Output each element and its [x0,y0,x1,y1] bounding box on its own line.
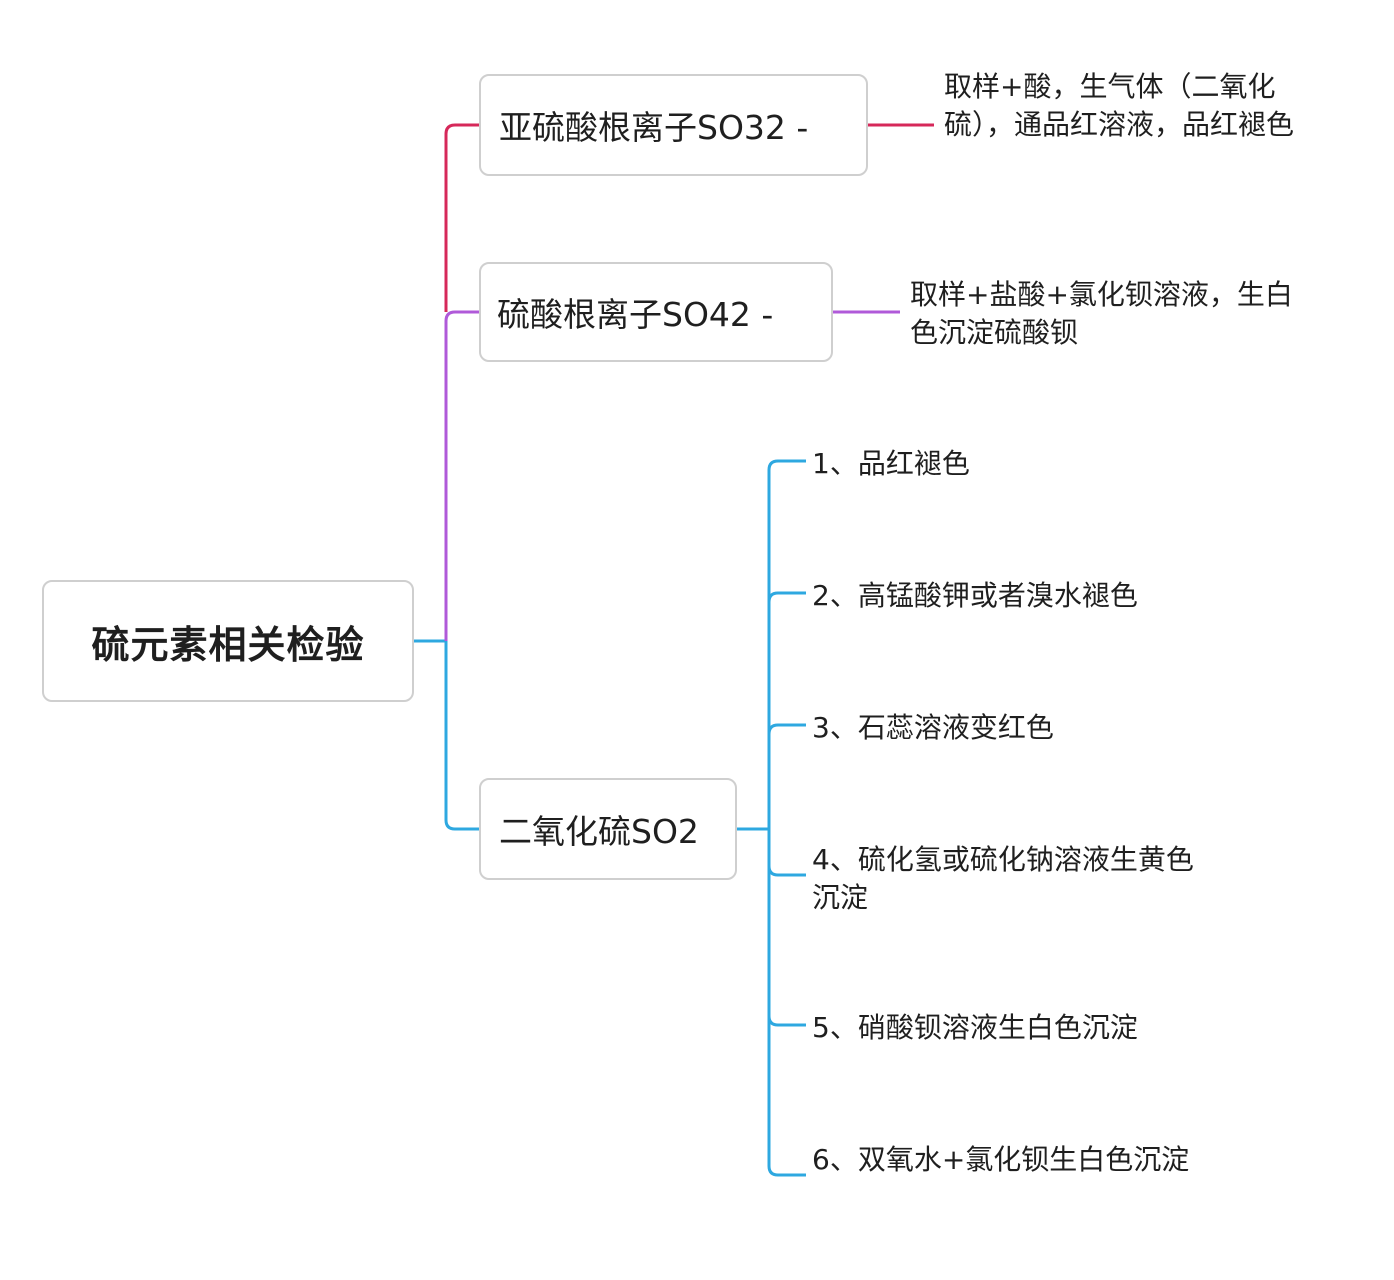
leaf-so2-test-4[interactable]: 4、硫化氢或硫化钠溶液生黄色沉淀 [812,843,1194,914]
leaf-so2-test-6[interactable]: 6、双氧水+氯化钡生白色沉淀 [812,1143,1190,1176]
leaf-sulfate-test[interactable]: 取样+盐酸+氯化钡溶液，生白色沉淀硫酸钡 [910,278,1293,349]
branch-node-sulfate[interactable]: 硫酸根离子SO42 - [479,262,833,362]
branch-label-sulfite: 亚硫酸根离子SO32 - [499,108,809,147]
branch-label-sulfate: 硫酸根离子SO42 - [497,295,774,334]
trunk-line-so4 [444,310,479,641]
root-node[interactable]: 硫元素相关检验 [42,580,414,702]
so2-leaf-connector-6 [767,1165,806,1177]
leaf-so2-test-2[interactable]: 2、高锰酸钾或者溴水褪色 [812,579,1138,612]
root-label: 硫元素相关检验 [91,622,365,667]
leaf-sulfite-test[interactable]: 取样+酸，生气体（二氧化硫），通品红溶液，品红褪色 [944,70,1295,141]
so2-leaf-connector-1 [767,459,806,471]
leaf-so2-test-5[interactable]: 5、硝酸钡溶液生白色沉淀 [812,1011,1138,1044]
so2-leaf-connector-5 [767,1015,806,1027]
trunk-line-so2 [444,641,479,831]
leaf-so2-test-3[interactable]: 3、石蕊溶液变红色 [812,711,1054,744]
branch-label-sulfur-dioxide: 二氧化硫SO2 [499,812,699,851]
branch-node-sulfur-dioxide[interactable]: 二氧化硫SO2 [479,778,737,880]
branch-node-sulfite[interactable]: 亚硫酸根离子SO32 - [479,74,868,176]
leaf-so2-test-1[interactable]: 1、品红褪色 [812,447,970,480]
trunk-line-so3 [444,123,479,312]
so2-leaf-connector-4 [767,865,806,877]
so2-leaf-connector-2 [767,591,806,603]
so2-leaf-connector-3 [767,723,806,735]
